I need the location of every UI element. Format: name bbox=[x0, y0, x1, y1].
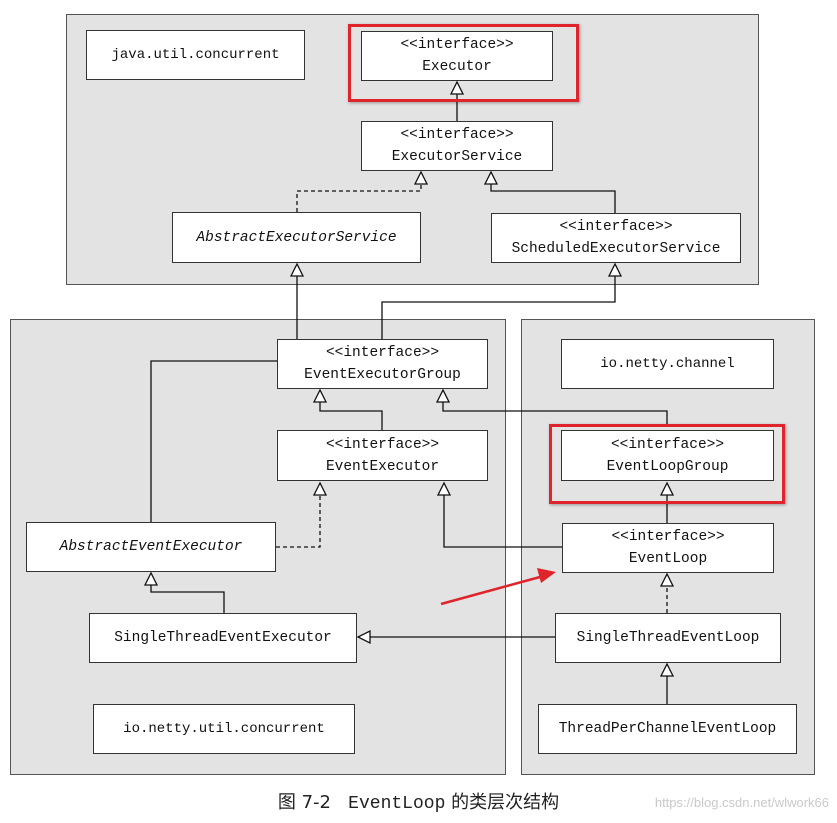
class-executor-service: <<interface>> ExecutorService bbox=[361, 121, 553, 171]
caption-code: EventLoop bbox=[348, 794, 446, 814]
class-executor: <<interface>> Executor bbox=[361, 31, 553, 81]
stereotype-label: <<interface>> bbox=[611, 529, 725, 545]
class-name: EventExecutor bbox=[325, 458, 440, 475]
class-event-executor-group: <<interface>> EventExecutorGroup bbox=[277, 339, 488, 389]
class-event-loop: <<interface>> EventLoop bbox=[562, 523, 774, 573]
package-label-java-util-concurrent: java.util.concurrent bbox=[86, 30, 305, 80]
class-single-thread-event-loop: SingleThreadEventLoop bbox=[555, 613, 781, 663]
watermark: https://blog.csdn.net/wlwork66 bbox=[654, 795, 829, 810]
stereotype-label: <<interface>> bbox=[610, 436, 725, 453]
highlight-frame-event-loop-group bbox=[549, 424, 785, 504]
class-single-thread-event-executor: SingleThreadEventExecutor bbox=[89, 613, 357, 663]
edge-eventloop-eventexecutor bbox=[443, 495, 562, 548]
class-event-executor: <<interface>> EventExecutor bbox=[277, 430, 488, 481]
class-name: EventLoopGroup bbox=[606, 458, 729, 475]
package-label-io-netty-util-concurrent: io.netty.util.concurrent bbox=[93, 704, 355, 754]
package-name: io.netty.util.concurrent bbox=[123, 721, 325, 737]
class-name: ExecutorService bbox=[391, 149, 523, 165]
class-thread-per-channel-event-loop: ThreadPerChannelEventLoop bbox=[538, 704, 797, 754]
class-name: Executor bbox=[422, 59, 492, 75]
class-abstract-event-executor: AbstractEventExecutor bbox=[26, 522, 276, 572]
caption-text: 的类层次结构 bbox=[451, 792, 560, 813]
class-name: AbstractExecutorService bbox=[196, 229, 397, 246]
package-name: io.netty.channel bbox=[600, 356, 735, 372]
edge-eventexecutor-eventexecutorgroup bbox=[319, 402, 383, 430]
class-name: ScheduledExecutorService bbox=[511, 241, 721, 257]
class-name: EventExecutorGroup bbox=[304, 367, 461, 383]
figure-number: 图 7-2 bbox=[277, 792, 331, 813]
edge-abstractexecutorservice-executorservice bbox=[296, 184, 422, 212]
class-name: AbstractEventExecutor bbox=[59, 539, 243, 555]
edge-eventloopgroup-eventexecutorgroup bbox=[442, 402, 668, 424]
edge-eventexecutorgroup-scheduled bbox=[381, 276, 616, 339]
package-name: java.util.concurrent bbox=[111, 47, 280, 63]
class-name: ThreadPerChannelEventLoop bbox=[558, 721, 777, 737]
figure-caption: 图 7-2 EventLoop 的类层次结构 bbox=[0, 788, 837, 814]
edge-singlethreadeventexecutor-abstracteventexecutor bbox=[150, 585, 225, 613]
highlight-frame-executor bbox=[348, 24, 579, 102]
stereotype-label: <<interface>> bbox=[400, 127, 514, 143]
edge-abstracteventexecutor-eventexecutor bbox=[276, 495, 321, 548]
class-name: SingleThreadEventExecutor bbox=[114, 630, 332, 646]
stereotype-label: <<interface>> bbox=[325, 345, 440, 361]
package-label-io-netty-channel: io.netty.channel bbox=[561, 339, 774, 389]
red-annotation-arrow bbox=[440, 568, 556, 606]
class-name: EventLoop bbox=[628, 551, 708, 567]
stereotype-label: <<interface>> bbox=[325, 436, 440, 453]
edge-abstracteventexecutor-eventexecutorgroup bbox=[150, 360, 277, 522]
class-abstract-executor-service: AbstractExecutorService bbox=[172, 212, 421, 263]
stereotype-label: <<interface>> bbox=[400, 37, 514, 53]
class-event-loop-group: <<interface>> EventLoopGroup bbox=[561, 430, 774, 481]
edge-scheduled-executorservice bbox=[490, 184, 616, 213]
class-name: SingleThreadEventLoop bbox=[576, 630, 760, 646]
stereotype-label: <<interface>> bbox=[559, 219, 673, 235]
class-scheduled-executor-service: <<interface>> ScheduledExecutorService bbox=[491, 213, 741, 263]
